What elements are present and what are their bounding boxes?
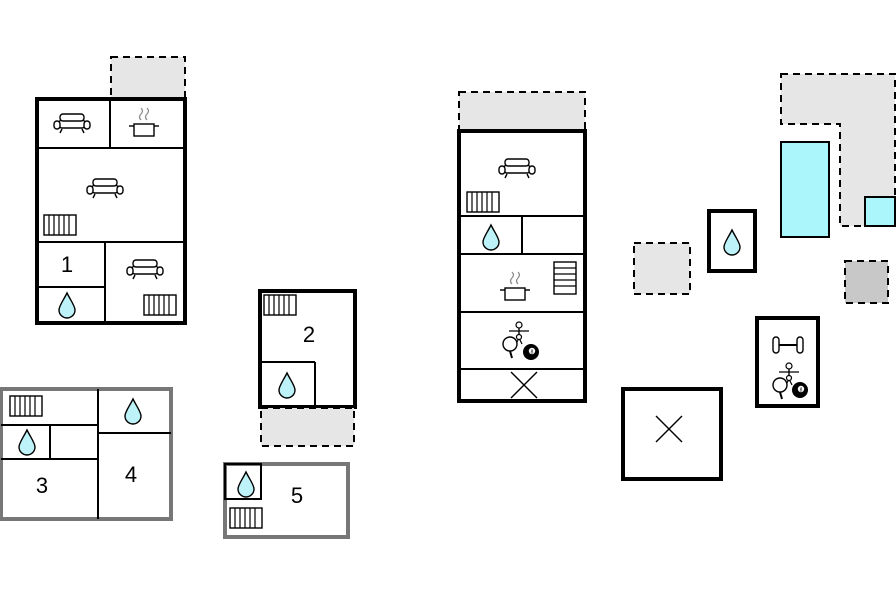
radiator-icon [143,294,177,316]
pool-small [864,196,896,227]
cooking-pot-icon [128,107,160,137]
table-tennis-icon [772,374,793,400]
ground-floor-plan: 1 2 3 4 5 [0,56,357,539]
terrace-a [110,56,186,99]
building-b-outline [258,289,357,409]
terrace-e [844,260,889,304]
terrace-c [458,91,586,131]
void-cross-icon [655,415,683,443]
sofa-icon [86,178,124,199]
site-plan [621,73,896,481]
lower-level-plan [457,91,587,403]
staircase-icon [553,261,577,295]
water-drop-icon [58,292,76,319]
cooking-pot-icon [499,271,531,301]
terrace-d [780,73,896,227]
open-structure [621,387,723,481]
building-e-outline [457,129,587,403]
terrace-b [260,407,355,447]
room-label-4: 4 [125,462,137,487]
water-drop-icon [482,224,500,251]
water-drop-icon [124,398,142,425]
billiards-ball-icon [523,344,539,360]
water-drop-icon [278,372,296,399]
dumbbell-icon [772,336,804,354]
building-d-outline [223,462,350,539]
bathroom-annex [707,209,757,273]
building-c-outline [0,387,173,521]
radiator-icon [9,395,43,417]
radiator-icon [229,507,263,529]
sofa-icon [53,113,91,134]
water-drop-icon [18,429,36,456]
room-label-5: 5 [291,483,303,508]
terrace-f [633,242,691,295]
water-drop-icon [237,471,255,498]
gym-annex [755,316,820,408]
room-label-2: 2 [303,322,315,347]
void-cross-icon [510,371,538,399]
pool [780,141,830,238]
sofa-icon [126,259,164,280]
radiator-icon [466,191,500,213]
room-label-3: 3 [36,473,48,498]
water-drop-icon [723,229,741,256]
sofa-icon [498,158,536,179]
billiards-ball-icon [792,382,808,398]
table-tennis-icon [502,333,523,359]
radiator-icon [263,294,297,316]
radiator-icon [43,214,77,236]
room-label-1: 1 [61,252,73,277]
